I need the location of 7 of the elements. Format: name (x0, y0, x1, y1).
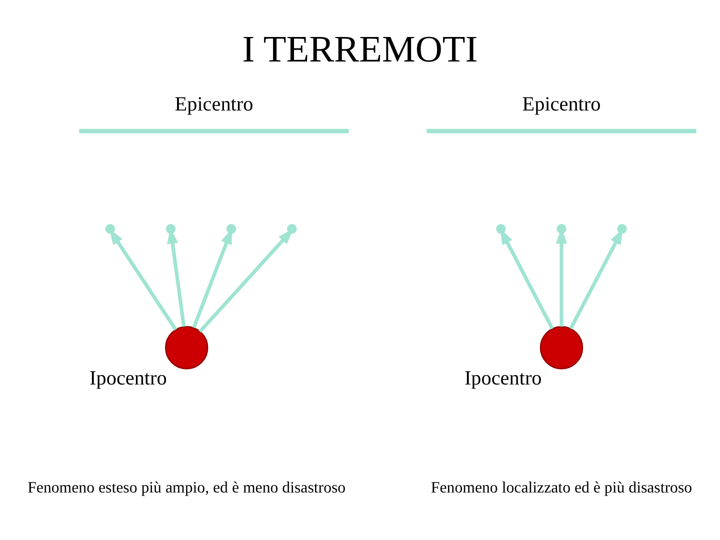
label: Fenomeno localizzato ed è più disastroso (430, 479, 692, 496)
node-text: Epicentro (522, 93, 601, 116)
node-text: Epicentro (174, 93, 254, 116)
label: Fenomeno esteso più ampio, ed è meno disastroso (28, 479, 346, 496)
node-label: Ipocentro (464, 368, 542, 390)
node-label: Ipocentro (90, 368, 167, 390)
diagram-title: I TERREMOTI (242, 30, 478, 71)
